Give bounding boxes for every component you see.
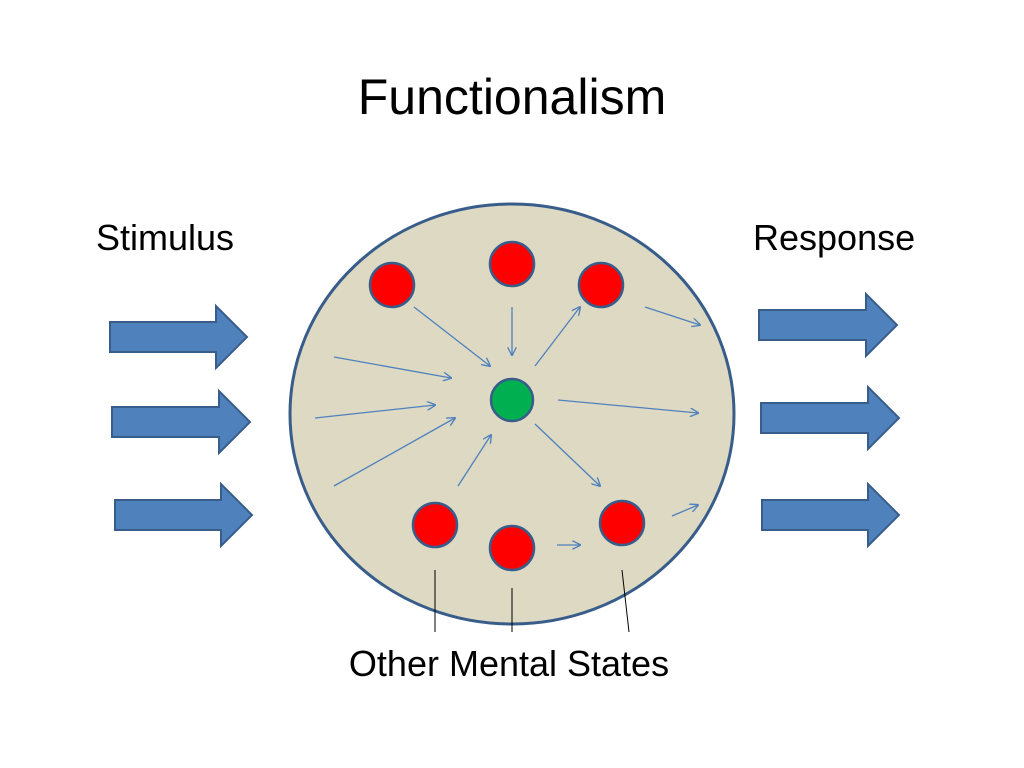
causal-arrow [534,307,580,367]
causal-arrow [671,505,698,517]
causal-arrows [314,306,700,545]
stimulus-arrows [109,303,254,549]
leader-lines [434,569,630,633]
causal-arrow [333,356,451,378]
stimulus-arrow-2 [111,388,252,456]
red-mental-state [411,501,459,549]
causal-arrow [644,306,700,325]
response-arrows [758,291,901,549]
stimulus-arrow-1 [109,303,249,371]
causal-arrow [314,405,435,419]
response-arrow-2 [760,384,901,452]
response-arrow-1 [758,291,899,359]
red-mental-state [577,261,625,309]
red-mental-state [368,261,416,309]
stimulus-label: Stimulus [96,217,235,258]
causal-arrow [534,423,600,486]
red-mental-state [598,499,646,547]
stimulus-arrow-3 [114,481,254,549]
leader-line [621,569,630,633]
causal-arrow [557,399,698,413]
response-arrow-3 [761,481,901,549]
response-label: Response [753,217,916,258]
slide-title: Functionalism [357,69,667,125]
causal-arrow [457,435,491,487]
mental-states [368,240,646,572]
other-mental-states-label: Other Mental States [348,643,670,684]
red-mental-state [488,524,536,572]
green-mental-state [489,377,535,423]
red-mental-state [488,240,536,288]
causal-arrow [333,418,455,487]
causal-arrow [413,306,490,366]
